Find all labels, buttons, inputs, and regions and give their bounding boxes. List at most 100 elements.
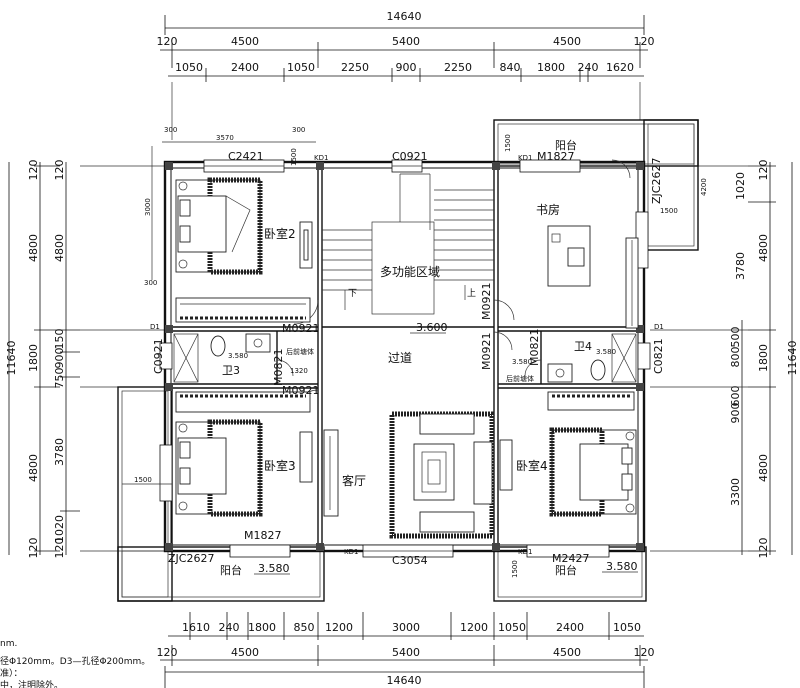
bottom-dim-240: 240 [219,621,240,634]
d1-right: D1 [654,323,664,331]
bottom-dim-2400: 2400 [556,621,584,634]
room-label-multi: 多功能区域 [380,265,440,279]
label-m0821-right: M0821 [528,329,541,367]
right-dim-1800: 1800 [757,344,770,372]
label-zjc2627-bottom: ZJC2627 [168,552,214,565]
top-dimensions: 14640 120 4500 5400 4500 120 1050 2400 1… [157,10,655,140]
left-inner-120b: 120 [53,538,66,559]
level-balcony-bottom-left: 3.580 [258,562,290,575]
left-dim-120b: 120 [27,538,40,559]
bottom-overall-dim: 14640 [387,674,422,687]
balcony-bottom-right-label: 阳台 [555,563,577,577]
label-c0921-top: C0921 [392,150,428,163]
bottom-dim-5400: 5400 [392,646,420,659]
dim-1500-tl: 1500 [290,148,298,166]
right-inner-500: 500 [729,327,742,348]
dim-3000: 3000 [144,198,152,216]
tv-bedroom4 [499,439,513,491]
left-inner-4800: 4800 [53,234,66,262]
level-corridor: 3.600 [416,321,448,334]
right-overall-dim: 11640 [786,341,799,376]
left-dimensions: 11640 120 4800 1800 4800 120 120 4800 15… [5,160,172,559]
dim-1500-tr: 1500 [504,134,512,152]
level-wc3: 3.580 [228,352,248,360]
bed-bedroom4 [549,427,637,517]
kd1-a: KD1 [314,154,328,162]
bottom-dim-1200b: 1200 [460,621,488,634]
left-inner-150: 150 [53,329,66,350]
level-wc4-b: 3.580 [512,358,532,366]
label-m0921-right: M0921 [480,333,493,371]
bottom-dim-1800: 1800 [248,621,276,634]
dim-4200: 4200 [700,178,708,196]
bottom-dimensions: 1610 240 1800 850 1200 3000 1200 1050 24… [157,612,655,688]
room-label-bedroom3: 卧室3 [264,458,296,473]
top-dim-1620: 1620 [606,61,634,74]
label-m0921-bedroom3: M0921 [282,384,320,397]
note-line-1: nm. [0,639,17,649]
right-inner-800: 800 [729,347,742,368]
note-line-4: 中，注明除外。 [0,679,63,688]
label-c0821-right: C0821 [652,338,665,374]
balcony-top-right: 阳台 [493,119,699,251]
right-dim-4800a: 4800 [757,234,770,262]
level-wc4: 3.580 [596,348,616,356]
bottom-dim-4500a: 4500 [231,646,259,659]
label-c0921-left: C0921 [152,338,165,374]
left-inner-900: 900 [53,348,66,369]
top-dim-120a: 120 [157,35,178,48]
room-label-bedroom2: 卧室2 [264,226,296,241]
right-dim-1020: 1020 [734,172,747,200]
left-overall-dim: 11640 [5,341,18,376]
note-line-2: 径Φ120mm。D3—孔径Φ200mm。 [0,655,150,667]
right-inner-900: 900 [729,403,742,424]
left-inner-3780: 3780 [53,438,66,466]
right-inner-600: 600 [729,386,742,407]
right-dim-120a: 120 [757,160,770,181]
label-m1827-top: M1827 [537,150,575,163]
notes-cropped: nm. 径Φ120mm。D3—孔径Φ200mm。 准）： 中，注明除外。 [0,639,150,688]
dim-300-b: 300 [292,126,305,134]
dim-1500-bl: 1500 [134,476,152,484]
wardrobe-bedroom3 [175,391,311,413]
bottom-dim-1200a: 1200 [325,621,353,634]
right-dim-3780: 3780 [734,252,747,280]
top-dim-2250b: 2250 [444,61,472,74]
label-m0821-left: M0821 [272,349,285,387]
bathroom-4-fixtures [547,333,637,383]
flue-right: 后前塘体 [506,374,534,383]
right-inner-3300: 3300 [729,478,742,506]
d1-left: D1 [150,323,160,331]
left-inner-1020: 1020 [53,515,66,543]
top-dim-1050a: 1050 [175,61,203,74]
room-label-living: 客厅 [342,473,366,488]
top-dim-4500b: 4500 [553,35,581,48]
left-dim-4800b: 4800 [27,454,40,482]
label-m0921-bedroom2: M0921 [282,322,320,335]
left-dim-4800a: 4800 [27,234,40,262]
top-dim-2250a: 2250 [341,61,369,74]
bottom-dim-3000: 3000 [392,621,420,634]
bed-bedroom2 [175,177,263,275]
top-dim-2400: 2400 [231,61,259,74]
label-c2421: C2421 [228,150,264,163]
left-dim-1800: 1800 [27,344,40,372]
opening-labels: C2421 C0921 M1827 ZJC2627 M0921 M0921 M0… [152,150,665,567]
bed-bedroom3 [175,419,263,517]
label-m0921-multi: M0921 [480,283,493,321]
left-inner-120a: 120 [53,160,66,181]
stair-down-label: 下 [348,289,357,299]
top-dim-120b: 120 [634,35,655,48]
balcony-top-label: 阳台 [555,138,577,152]
bottom-dim-120b: 120 [634,646,655,659]
room-label-corridor: 过道 [388,351,412,365]
dim-3570: 3570 [216,134,234,142]
dim-1500-tr2: 1500 [660,207,678,215]
kd1-b: KD1 [518,154,532,162]
tv-cabinet-living [323,429,339,517]
room-label-study: 书房 [536,202,560,217]
flue-left: 后前塘体 [286,347,314,356]
stair-up-label: 上 [467,288,476,299]
